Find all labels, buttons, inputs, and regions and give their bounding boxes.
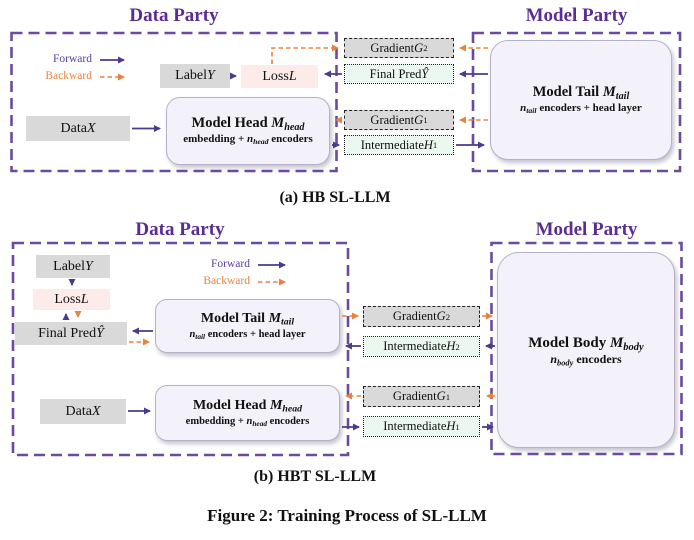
data-party-title-b: Data Party xyxy=(135,219,225,240)
loss-box-b: Loss L xyxy=(33,289,110,310)
model-tail-desc-b: ntail encoders + head layer xyxy=(189,328,306,341)
final-pred-box-a: Final Pred Ŷ xyxy=(344,64,454,84)
model-tail-title-b: Model Tail Mtail xyxy=(200,311,295,328)
model-party-title-b: Model Party xyxy=(535,219,638,240)
loss-box-a: Loss L xyxy=(241,65,318,88)
model-head-title-a: Model Head Mhead xyxy=(191,115,305,134)
model-tail-title-a: Model Tail Mtail xyxy=(532,84,630,103)
model-body-desc-b: nbody encoders xyxy=(550,351,622,367)
legend-forward-label-b: Forward xyxy=(211,258,250,270)
model-body-title-b: Model Body Mbody xyxy=(528,334,644,353)
data-x-box-a: Data X xyxy=(26,116,130,141)
model-head-desc-b: embedding + nhead encoders xyxy=(185,415,310,428)
model-tail-desc-a: ntail encoders + head layer xyxy=(520,101,642,115)
legend-backward-label-b: Backward xyxy=(203,275,250,287)
data-x-box-b: Data X xyxy=(40,399,126,424)
label-y-box-b: Label Y xyxy=(36,255,110,278)
model-tail-box-b: Model Tail Mtail ntail encoders + head l… xyxy=(155,299,340,353)
model-head-box-a: Model Head Mhead embedding + nhead encod… xyxy=(166,97,330,165)
model-tail-box-a: Model Tail Mtail ntail encoders + head l… xyxy=(490,40,672,160)
caption-a: (a) HB SL-LLM xyxy=(279,189,391,206)
model-head-box-b: Model Head Mhead embedding + nhead encod… xyxy=(155,385,340,441)
data-party-title-a: Data Party xyxy=(129,5,219,26)
label-y-box-a: Label Y xyxy=(160,64,230,88)
final-pred-box-b: Final Pred Ŷ xyxy=(15,322,127,345)
model-party-title-a: Model Party xyxy=(525,5,628,26)
model-head-desc-a: embedding + nhead encoders xyxy=(183,132,313,146)
model-body-box-b: Model Body Mbody nbody encoders xyxy=(497,252,675,448)
model-head-title-b: Model Head Mhead xyxy=(192,398,303,415)
caption-b: (b) HBT SL-LLM xyxy=(253,468,377,485)
legend-forward-label-a: Forward xyxy=(53,53,92,65)
figure-caption: Figure 2: Training Process of SL-LLM xyxy=(207,506,487,525)
legend-backward-label-a: Backward xyxy=(45,70,92,82)
arrow-loss-to-gradient2-a xyxy=(271,44,339,64)
